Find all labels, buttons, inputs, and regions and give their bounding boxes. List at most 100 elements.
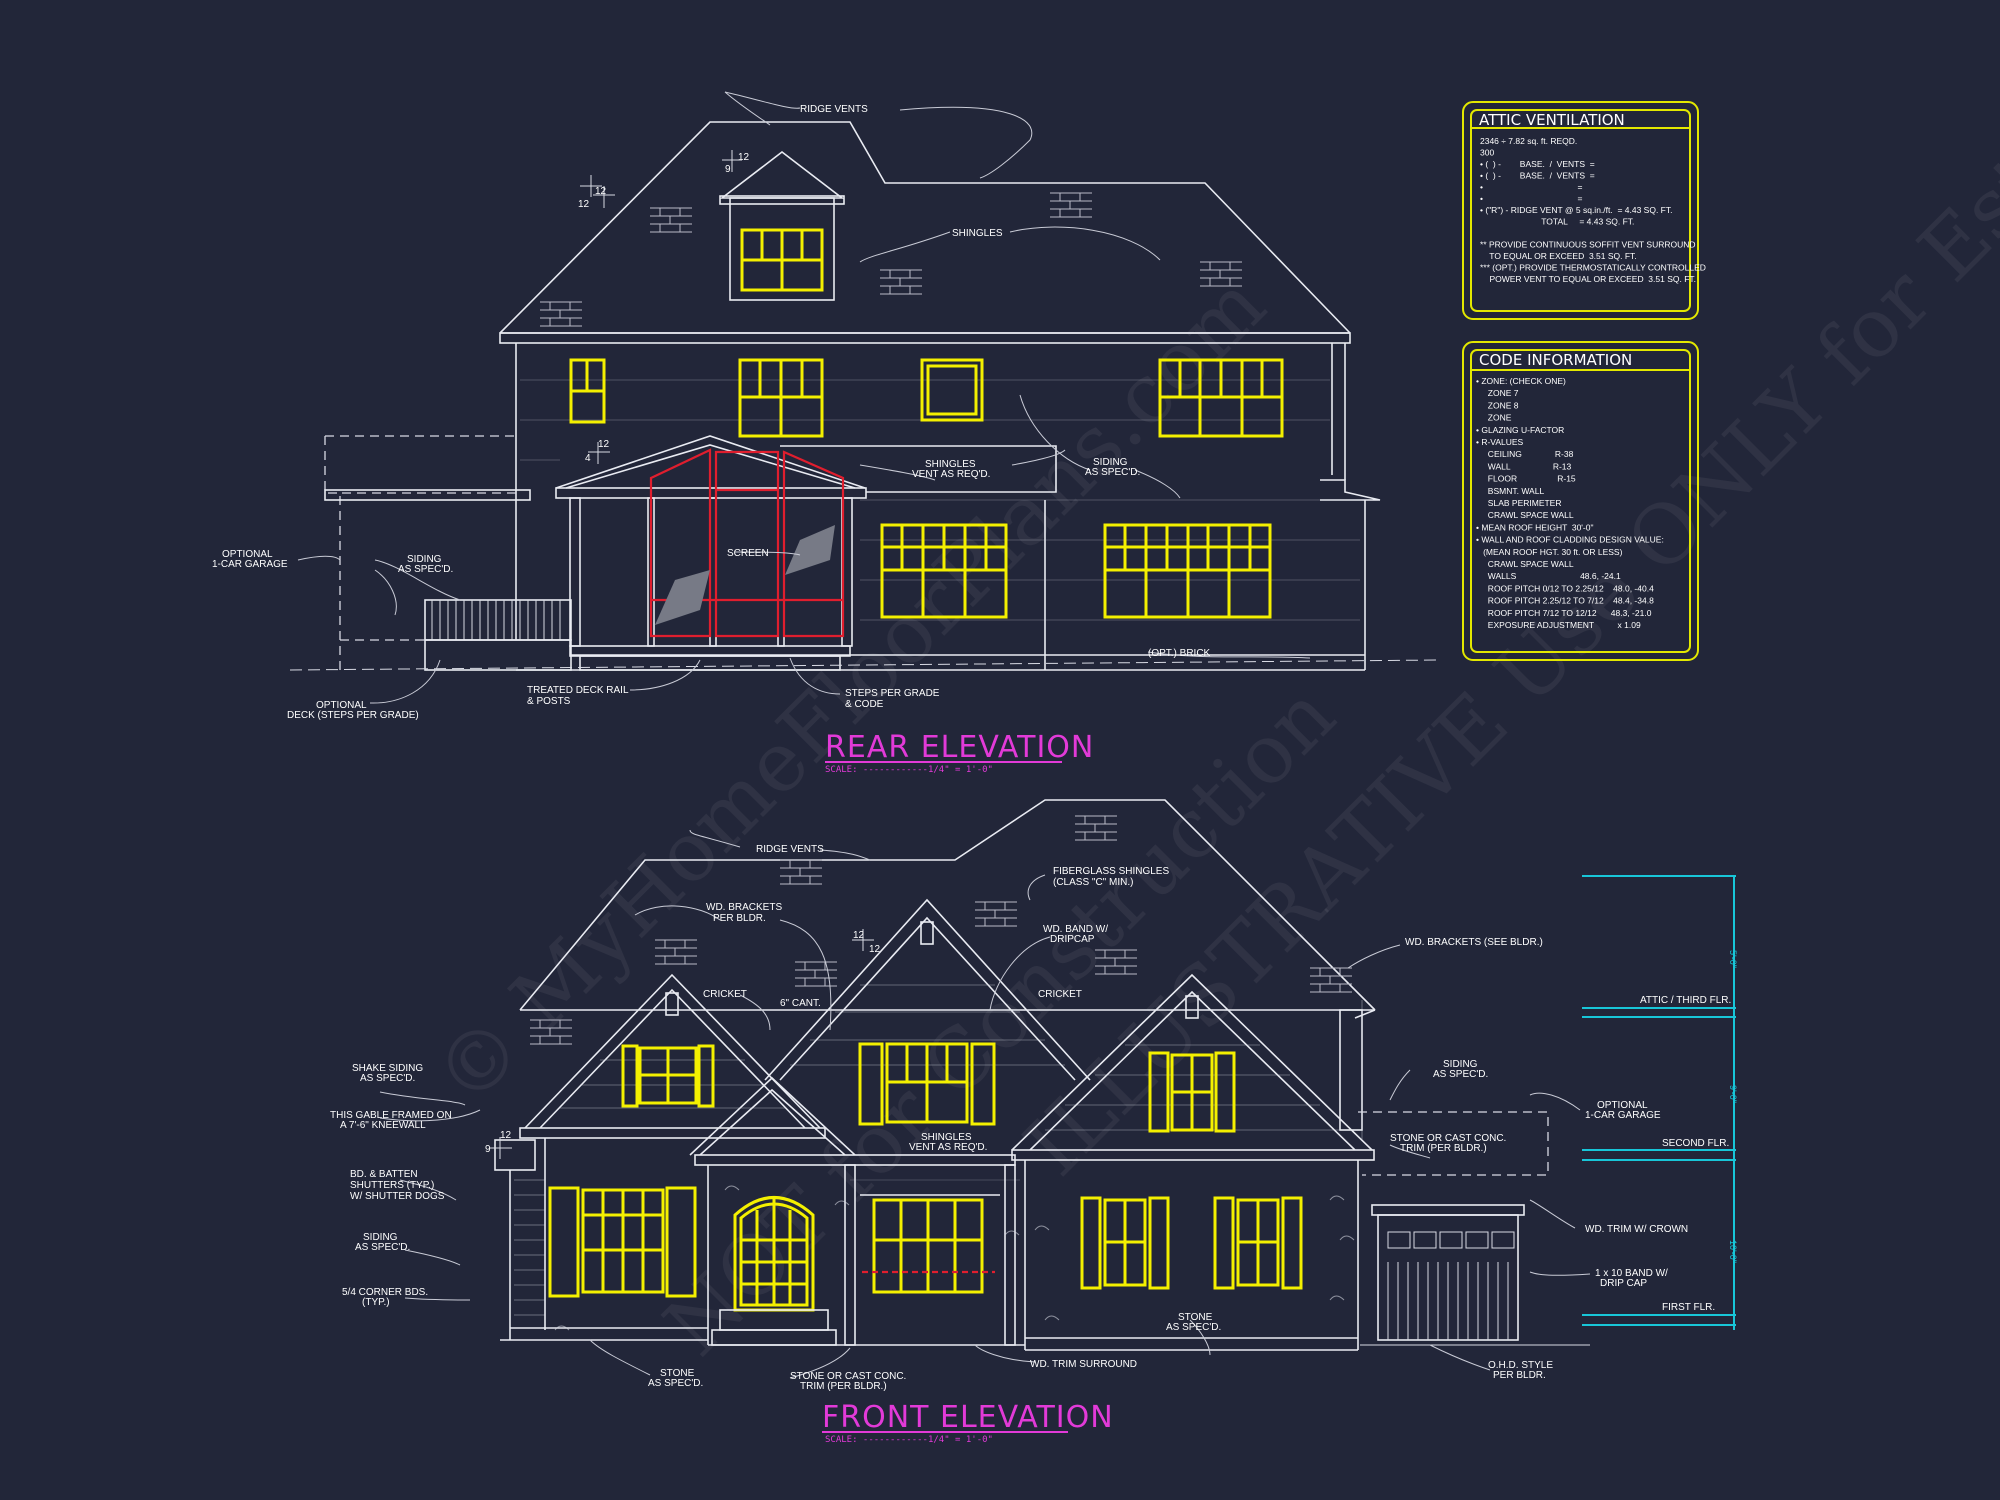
watermark: © MyHomeFloorPlans.com NOT for Construct… xyxy=(417,0,2000,1374)
attic-note-line: 2346 ÷ 7.82 sq. ft. REQD. xyxy=(1480,136,1577,146)
attic-ventilation-box: ATTIC VENTILATION 2346 ÷ 7.82 sq. ft. RE… xyxy=(1462,101,1706,320)
svg-text:12: 12 xyxy=(853,930,865,941)
attic-note-line: POWER VENT TO EQUAL OR EXCEED 3.51 SQ. F… xyxy=(1480,274,1696,284)
rear-porch-shed-roof xyxy=(780,445,1057,493)
attic-note-line: • = xyxy=(1480,194,1582,204)
svg-text:1-CAR GARAGE: 1-CAR GARAGE xyxy=(1585,1110,1661,1121)
code-note-line: SLAB PERIMETER xyxy=(1476,498,1562,508)
front-label-ridge-vents: RIDGE VENTS xyxy=(756,844,824,855)
code-note-line: CRAWL SPACE WALL xyxy=(1476,510,1574,520)
code-note-line: WALL R-13 xyxy=(1476,461,1572,471)
front-main-roof xyxy=(519,799,1376,1011)
code-note-line: • ZONE: (CHECK ONE) xyxy=(1476,376,1566,386)
front-stone-marks xyxy=(554,1185,1355,1331)
svg-text:SHAKE SIDING: SHAKE SIDING xyxy=(352,1063,423,1074)
attic-note-line: *** (OPT.) PROVIDE THERMOSTATICALLY CONT… xyxy=(1480,263,1706,273)
svg-text:SIDING: SIDING xyxy=(1443,1059,1478,1070)
rear-label-ridge-vents: RIDGE VENTS xyxy=(800,104,868,115)
attic-note-line: • ( ) - BASE. / VENTS = xyxy=(1480,171,1595,181)
code-note-line: ROOF PITCH 0/12 TO 2.25/12 48.0, -40.4 xyxy=(1476,583,1654,593)
svg-text:AS SPEC'D.: AS SPEC'D. xyxy=(360,1073,415,1084)
svg-text:9: 9 xyxy=(485,1144,491,1155)
code-title: CODE INFORMATION xyxy=(1479,351,1632,369)
svg-text:CRICKET: CRICKET xyxy=(703,989,747,1000)
svg-text:CRICKET: CRICKET xyxy=(1038,989,1082,1000)
svg-text:PER BLDR.: PER BLDR. xyxy=(1493,1370,1546,1381)
svg-text:(CLASS "C" MIN.): (CLASS "C" MIN.) xyxy=(1053,877,1133,888)
rear-roof-shingle-marks xyxy=(540,192,1242,327)
attic-note-line: TOTAL = 4.43 SQ. FT. xyxy=(1480,217,1634,227)
code-information-box: CODE INFORMATION • ZONE: (CHECK ONE) ZON… xyxy=(1462,341,1699,661)
front-elevation-scale: SCALE: ------------1/4" = 1'-0" xyxy=(825,1435,993,1445)
code-note-line: ZONE xyxy=(1476,413,1512,423)
svg-text:STONE: STONE xyxy=(1178,1312,1213,1323)
code-note-line: ROOF PITCH 7/12 TO 12/12 48.3, -21.0 xyxy=(1476,608,1652,618)
svg-text:SHINGLES: SHINGLES xyxy=(925,459,976,470)
svg-text:O.H.D. STYLE: O.H.D. STYLE xyxy=(1488,1360,1553,1371)
front-entry-door xyxy=(733,1196,815,1312)
level-first: FIRST FLR. xyxy=(1662,1302,1715,1313)
svg-text:SCREEN: SCREEN xyxy=(727,548,769,559)
svg-text:& CODE: & CODE xyxy=(845,699,884,710)
front-gable-left xyxy=(524,973,821,1129)
front-gable-right xyxy=(1011,973,1373,1151)
front-elevation: RIDGE VENTS FIBERGLASS SHINGLES (CLASS "… xyxy=(330,799,1688,1445)
svg-text:12: 12 xyxy=(500,1130,512,1141)
svg-text:SIDING: SIDING xyxy=(407,554,442,565)
front-windows xyxy=(548,1042,1303,1298)
attic-note-line: 300 xyxy=(1480,148,1494,158)
rear-leaders xyxy=(297,91,1311,704)
svg-text:DRIP CAP: DRIP CAP xyxy=(1600,1278,1647,1289)
attic-note-line: ** PROVIDE CONTINUOUS SOFFIT VENT SURROU… xyxy=(1480,240,1696,250)
svg-text:VENT AS REQ'D.: VENT AS REQ'D. xyxy=(909,1142,987,1153)
front-optional-garage xyxy=(1358,1111,1549,1176)
rear-label-shingles: SHINGLES xyxy=(952,228,1003,239)
svg-text:WD. BRACKETS: WD. BRACKETS xyxy=(706,902,782,913)
svg-text:OPTIONAL: OPTIONAL xyxy=(222,549,273,560)
code-note-line: (MEAN ROOF HGT. 30 ft. OR LESS) xyxy=(1476,547,1623,557)
code-note-line: FLOOR R-15 xyxy=(1476,474,1576,484)
attic-note-line: TO EQUAL OR EXCEED 3.51 SQ. FT. xyxy=(1480,251,1637,261)
dim-mid: 9'-0" xyxy=(1728,1085,1738,1103)
attic-note-line: • ( ) - BASE. / VENTS = xyxy=(1480,159,1595,169)
svg-text:OPTIONAL: OPTIONAL xyxy=(1597,1100,1648,1111)
svg-text:6" CANT.: 6" CANT. xyxy=(780,998,821,1009)
svg-text:TREATED DECK RAIL: TREATED DECK RAIL xyxy=(527,685,629,696)
rear-screen-porch xyxy=(649,448,845,638)
svg-text:AS SPEC'D.: AS SPEC'D. xyxy=(1433,1069,1488,1080)
svg-text:AS SPEC'D.: AS SPEC'D. xyxy=(1085,467,1140,478)
rear-dormer xyxy=(729,197,835,301)
svg-text:12: 12 xyxy=(598,439,610,450)
svg-text:(TYP.): (TYP.) xyxy=(362,1297,390,1308)
dim-low: 10'-0" xyxy=(1728,1240,1738,1263)
svg-text:A 7'-6" KNEEWALL: A 7'-6" KNEEWALL xyxy=(340,1120,426,1131)
svg-text:SIDING: SIDING xyxy=(363,1232,398,1243)
code-note-line: CRAWL SPACE WALL xyxy=(1476,559,1574,569)
code-note-line: ZONE 8 xyxy=(1476,400,1519,410)
svg-text:OPTIONAL: OPTIONAL xyxy=(316,700,367,711)
rear-porch-gable xyxy=(555,435,866,489)
svg-text:5/4 CORNER BDS.: 5/4 CORNER BDS. xyxy=(342,1287,428,1298)
svg-text:DECK (STEPS PER GRADE): DECK (STEPS PER GRADE) xyxy=(287,710,419,721)
svg-text:PER BLDR.: PER BLDR. xyxy=(713,913,766,924)
front-gable-center xyxy=(764,898,1091,1081)
rear-elevation: RIDGE VENTS SHINGLES 12 12 9 12 4 12 SHI… xyxy=(212,91,1441,775)
code-note-line: • MEAN ROOF HEIGHT 30'-0" xyxy=(1476,522,1594,532)
rear-elevation-title: REAR ELEVATION xyxy=(825,730,1094,765)
svg-text:BD. & BATTEN: BD. & BATTEN xyxy=(350,1169,418,1180)
svg-text:SHINGLES: SHINGLES xyxy=(921,1132,972,1143)
rear-optional-garage xyxy=(324,435,516,670)
front-elevation-title: FRONT ELEVATION xyxy=(822,1400,1114,1435)
svg-text:WD. BAND W/: WD. BAND W/ xyxy=(1043,924,1108,935)
svg-text:WD. BRACKETS (SEE BLDR.): WD. BRACKETS (SEE BLDR.) xyxy=(1405,937,1543,948)
svg-text:SIDING: SIDING xyxy=(1093,457,1128,468)
rear-elevation-scale: SCALE: ------------1/4" = 1'-0" xyxy=(825,765,993,775)
svg-text:12: 12 xyxy=(738,152,750,163)
front-roof-shingle-marks xyxy=(530,815,1352,1045)
svg-text:TRIM (PER BLDR.): TRIM (PER BLDR.) xyxy=(1400,1143,1487,1154)
svg-text:4: 4 xyxy=(585,453,591,464)
svg-text:(OPT.) BRICK: (OPT.) BRICK xyxy=(1148,648,1211,659)
svg-text:AS SPEC'D.: AS SPEC'D. xyxy=(398,564,453,575)
svg-text:THIS GABLE FRAMED ON: THIS GABLE FRAMED ON xyxy=(330,1110,452,1121)
